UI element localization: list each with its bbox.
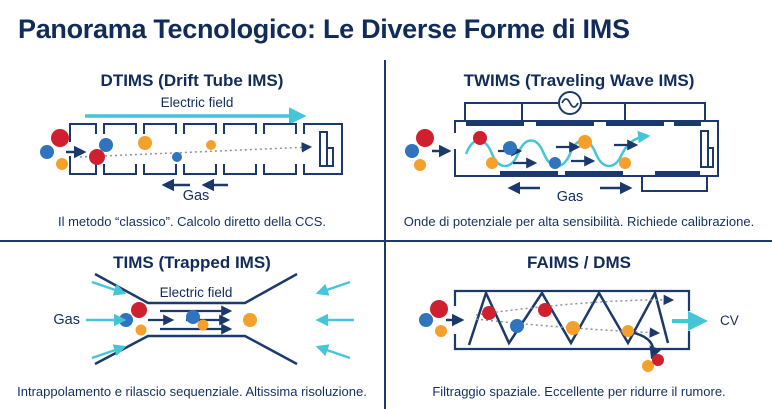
dtims-caption: Il metodo “classico”. Calcolo diretto de…: [57, 214, 327, 229]
page-title: Panorama Tecnologico: Le Diverse Forme d…: [18, 14, 630, 44]
gas-arrows: [86, 280, 354, 360]
bottom-wire-loop: [641, 176, 708, 192]
twims-tube: [454, 120, 719, 177]
electric-field-label: Electric field: [161, 95, 234, 110]
panel-twims: TWIMS (Traveling Wave IMS): [386, 60, 772, 242]
twims-heading: TWIMS (Traveling Wave IMS): [463, 71, 695, 90]
detector: [319, 131, 334, 167]
panel-tims: TIMS (Trapped IMS) Electric field: [0, 242, 386, 409]
twims-caption: Onde di potenziale per alta sensibilità.…: [403, 214, 755, 229]
drift-tube: [69, 123, 343, 175]
ion-dots: [419, 300, 634, 337]
rejected-ion-arrow: [633, 331, 662, 360]
gas-label: Gas: [53, 312, 80, 328]
cv-label: CV: [720, 313, 739, 328]
dtims-heading: DTIMS (Drift Tube IMS): [100, 71, 284, 90]
gas-label: Gas: [557, 189, 584, 203]
dtims-diagram: Electric field: [40, 95, 343, 203]
ion-trajectory: [79, 142, 313, 158]
faims-cell-box: [453, 289, 691, 351]
quadrant-grid: DTIMS (Drift Tube IMS) Electric field: [0, 60, 772, 409]
ion-dots: [40, 129, 216, 170]
tims-diagram: Electric field: [53, 273, 354, 366]
ac-source-icon: [558, 91, 582, 115]
tims-heading: TIMS (Trapped IMS): [113, 253, 271, 272]
tims-caption: Intrappolamento e rilascio sequenziale. …: [17, 383, 367, 399]
ion-dots: [405, 129, 631, 171]
twims-diagram: Gas: [405, 91, 719, 203]
ac-wiring: [464, 102, 706, 121]
electrode-bars: [466, 121, 701, 176]
rejected-ions: [642, 354, 664, 372]
detector: [700, 130, 714, 168]
panel-dtims: DTIMS (Drift Tube IMS) Electric field: [0, 60, 386, 242]
faims-heading: FAIMS / DMS: [527, 253, 631, 272]
ion-dots: [119, 302, 257, 336]
electric-field-label: Electric field: [160, 285, 233, 300]
faims-caption: Filtraggio spaziale. Eccellente per ridu…: [432, 383, 726, 399]
gas-label: Gas: [183, 188, 210, 203]
panel-faims: FAIMS / DMS: [386, 242, 772, 409]
faims-diagram: CV: [419, 289, 739, 372]
zigzag-electrode: [467, 289, 670, 346]
